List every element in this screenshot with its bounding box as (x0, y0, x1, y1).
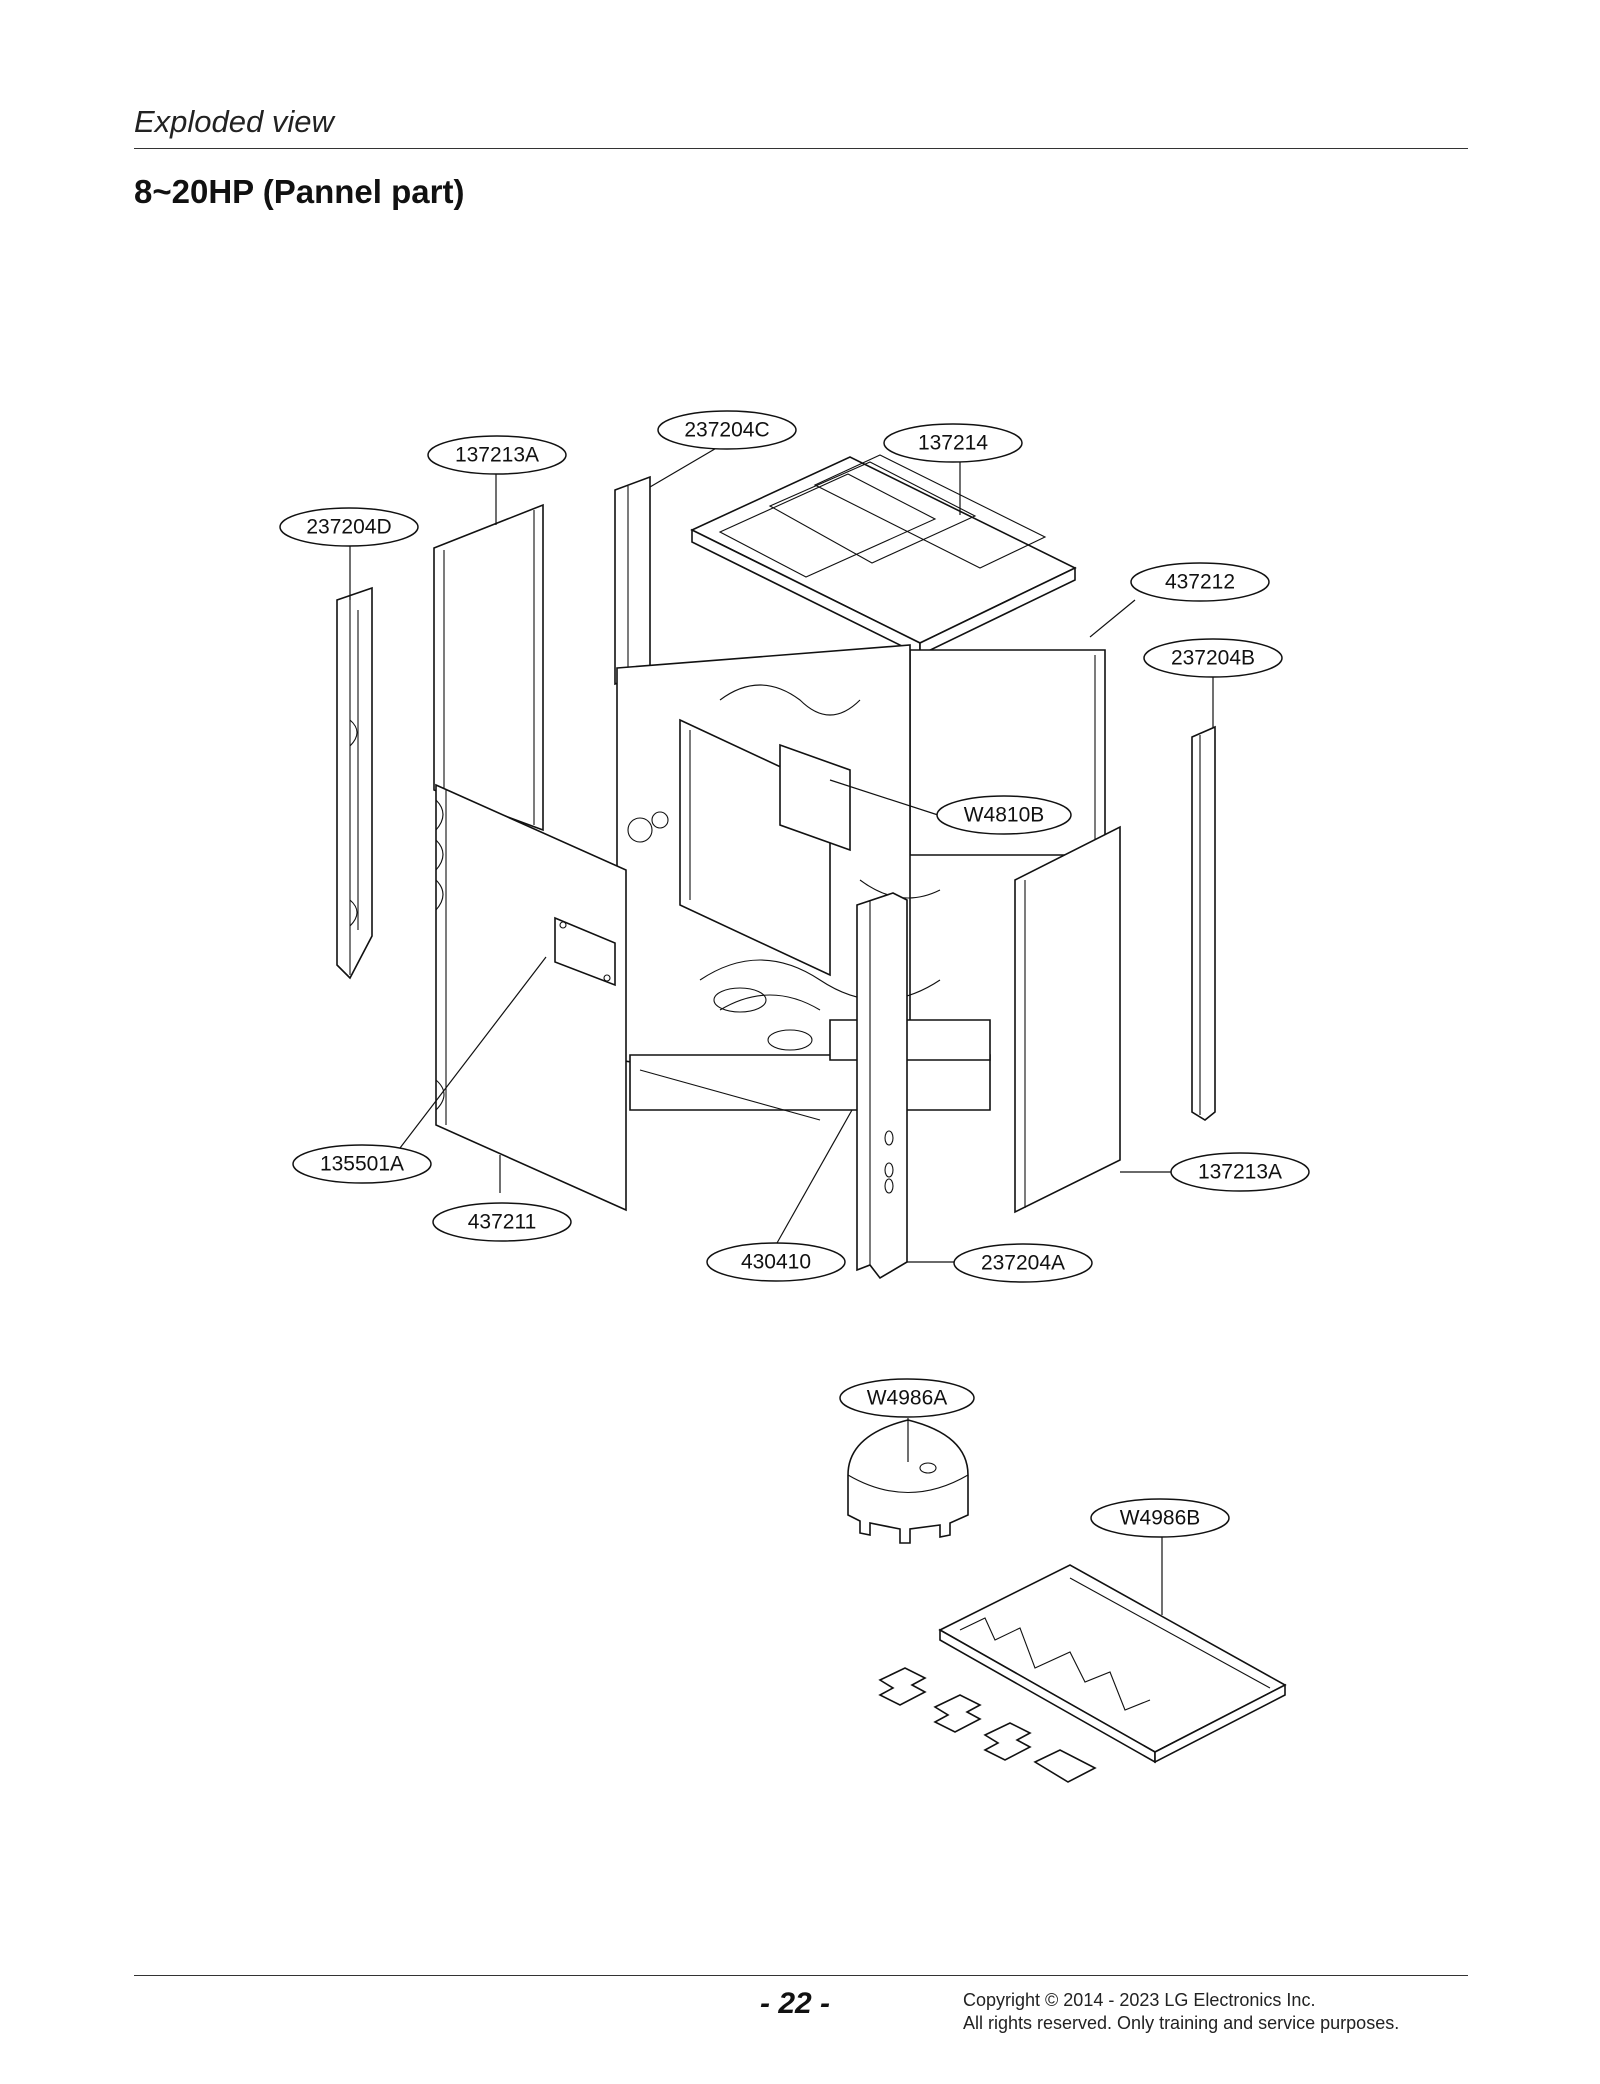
part-unit-frame (616, 644, 991, 1121)
section-heading: Exploded view (134, 104, 334, 139)
part-side-panel-front-right (1014, 825, 1121, 1214)
copyright-notice: Copyright © 2014 - 2023 LG Electronics I… (963, 1989, 1399, 2035)
callout-137213A-right: 137213A (1170, 1152, 1310, 1192)
svg-text:237204C: 237204C (684, 419, 769, 442)
part-corner-pillar-left (336, 586, 373, 980)
copyright-line-1: Copyright © 2014 - 2023 LG Electronics I… (963, 1990, 1316, 2010)
leader-lines (349, 442, 1214, 1615)
part-service-cover (554, 916, 616, 987)
callout-430410: 430410 (706, 1242, 846, 1282)
svg-text:437212: 437212 (1165, 571, 1235, 594)
callout-W4810B: W4810B (936, 795, 1072, 835)
footer-rule (134, 1975, 1468, 1976)
part-top-panel (690, 454, 1077, 657)
part-corner-pillar-rear (614, 475, 651, 686)
copyright-line-2: All rights reserved. Only training and s… (963, 2013, 1400, 2033)
callout-137214: 137214 (883, 423, 1023, 463)
header-rule (134, 148, 1468, 149)
callout-135501A: 135501A (292, 1144, 432, 1184)
part-side-panel-rear-left (433, 503, 544, 832)
part-front-panel-left (435, 783, 627, 1212)
svg-text:137213A: 137213A (1198, 1161, 1282, 1184)
part-base-plate (938, 1564, 1287, 1764)
callout-437212: 437212 (1130, 562, 1270, 602)
callout-237204B: 237204B (1143, 638, 1283, 678)
svg-text:137213A: 137213A (455, 444, 539, 467)
callout-W4986B: W4986B (1090, 1498, 1230, 1538)
callout-W4986A: W4986A (839, 1378, 975, 1418)
part-small-brackets (878, 1667, 1097, 1783)
callout-237204D: 237204D (279, 507, 419, 547)
svg-text:237204D: 237204D (306, 516, 391, 539)
svg-text:W4810B: W4810B (964, 804, 1045, 827)
svg-text:W4986A: W4986A (867, 1387, 948, 1410)
callout-237204C: 237204C (657, 410, 797, 450)
svg-text:W4986B: W4986B (1120, 1507, 1201, 1530)
part-fan-guard (847, 1419, 969, 1544)
svg-text:437211: 437211 (468, 1211, 537, 1234)
callout-237204A: 237204A (953, 1243, 1093, 1283)
callout-137213A-top: 137213A (427, 435, 567, 475)
page-number: - 22 - (760, 1987, 831, 2020)
svg-text:135501A: 135501A (320, 1153, 404, 1176)
part-corner-pillar-front (856, 892, 908, 1280)
svg-text:237204B: 237204B (1171, 647, 1255, 670)
svg-text:430410: 430410 (741, 1251, 811, 1274)
callout-437211: 437211 (432, 1202, 572, 1242)
svg-text:137214: 137214 (918, 432, 988, 455)
part-corner-pillar-right (1191, 725, 1216, 1121)
svg-text:237204A: 237204A (981, 1252, 1065, 1275)
page-title: 8~20HP (Pannel part) (134, 173, 465, 210)
